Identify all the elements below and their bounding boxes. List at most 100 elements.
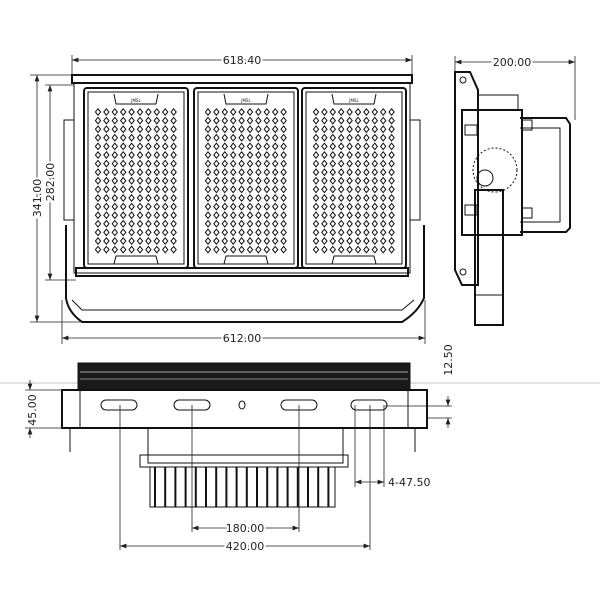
led-lens: [238, 168, 245, 177]
led-lens: [312, 108, 320, 116]
led-lens: [263, 237, 271, 245]
led-lens: [280, 176, 287, 185]
led-lens: [229, 142, 237, 151]
led-lens: [321, 219, 328, 228]
led-lens: [94, 211, 102, 220]
led-lens: [161, 202, 169, 211]
led-lens: [161, 185, 169, 194]
led-lens: [271, 237, 279, 245]
led-lens: [119, 228, 127, 237]
led-lens: [271, 245, 279, 254]
led-lens: [136, 108, 144, 116]
led-lens: [263, 202, 271, 211]
led-lens: [246, 211, 254, 220]
led-lens: [346, 245, 353, 254]
led-lens: [321, 194, 328, 202]
led-lens: [337, 245, 345, 254]
led-lens: [204, 202, 212, 211]
led-lens: [280, 125, 287, 134]
led-lens: [170, 194, 177, 202]
led-lens: [354, 151, 362, 159]
led-lens: [246, 185, 254, 194]
led-lens: [161, 194, 169, 202]
led-lens: [255, 168, 262, 177]
led-lens: [346, 142, 353, 151]
led-lens: [103, 202, 110, 211]
led-lens: [321, 159, 328, 168]
led-lens: [246, 237, 254, 245]
led-lens: [346, 194, 353, 202]
led-lens: [238, 142, 245, 151]
led-lens: [388, 116, 395, 125]
led-lens: [111, 245, 119, 254]
led-lens: [221, 245, 229, 254]
led-lens: [170, 176, 177, 185]
led-lens: [145, 159, 152, 168]
led-lens: [94, 125, 102, 134]
led-lens: [145, 176, 152, 185]
led-lens: [363, 237, 370, 245]
led-lens: [238, 133, 245, 142]
led-lens: [103, 194, 110, 202]
led-lens: [379, 125, 387, 134]
led-lens: [128, 142, 135, 151]
led-lens: [153, 168, 161, 177]
led-lens: [119, 176, 127, 185]
led-lens: [161, 219, 169, 228]
led-lens: [94, 108, 102, 116]
led-lens: [238, 211, 245, 220]
led-lens: [379, 211, 387, 220]
led-lens: [337, 237, 345, 245]
module-logo: JMSL: [130, 98, 141, 103]
led-lens: [280, 108, 287, 116]
led-lens: [346, 202, 353, 211]
led-lens: [153, 185, 161, 194]
led-lens: [271, 133, 279, 142]
led-lens: [221, 151, 229, 159]
led-lens: [153, 245, 161, 254]
led-lens: [371, 194, 379, 202]
led-lens: [161, 159, 169, 168]
led-lens: [371, 142, 379, 151]
led-lens: [204, 211, 212, 220]
led-lens: [221, 185, 229, 194]
led-lens: [346, 176, 353, 185]
led-lens: [354, 219, 362, 228]
led-lens: [170, 219, 177, 228]
led-lens: [246, 151, 254, 159]
led-lens: [354, 116, 362, 125]
led-lens: [271, 228, 279, 237]
led-lens: [229, 159, 237, 168]
led-lens: [119, 245, 127, 254]
led-lens: [363, 168, 370, 177]
led-lens: [329, 176, 337, 185]
led-lens: [321, 185, 328, 194]
led-lens: [229, 176, 237, 185]
led-lens: [161, 133, 169, 142]
led-lens: [312, 245, 320, 254]
led-lens: [153, 151, 161, 159]
led-lens: [128, 116, 135, 125]
led-lens: [379, 245, 387, 254]
led-lens: [255, 194, 262, 202]
led-lens: [255, 211, 262, 220]
led-lens: [321, 133, 328, 142]
led-lens: [371, 211, 379, 220]
led-lens: [170, 245, 177, 254]
led-lens: [119, 142, 127, 151]
led-lens: [221, 125, 229, 134]
dim-inner-spacing: 180.00: [226, 522, 265, 535]
led-lens: [103, 176, 110, 185]
led-lens: [153, 194, 161, 202]
led-lens: [363, 211, 370, 220]
led-lens: [379, 168, 387, 177]
led-lens: [103, 185, 110, 194]
led-lens: [312, 133, 320, 142]
led-lens: [271, 142, 279, 151]
led-lens: [128, 211, 135, 220]
led-lens: [388, 228, 395, 237]
led-lens: [170, 133, 177, 142]
led-lens: [337, 125, 345, 134]
led-lens: [346, 108, 353, 116]
led-lens: [221, 159, 229, 168]
